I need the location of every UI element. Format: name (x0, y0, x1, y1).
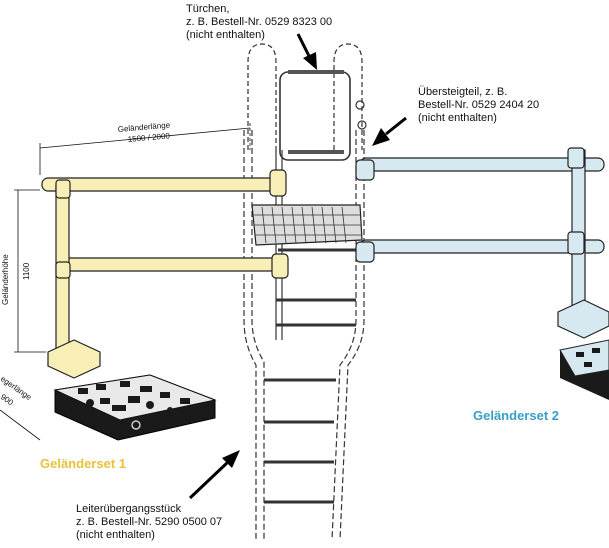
crossover-callout-line2: Bestell-Nr. 0529 2404 20 (418, 99, 540, 111)
ladder-transition-callout-line2: z. B. Bestell-Nr. 5290 0500 07 (76, 516, 223, 528)
rail-length-value: 1500 / 2000 (127, 131, 170, 144)
door-callout: Türchen, z. B. Bestell-Nr. 0529 8323 00 … (186, 3, 332, 42)
crossover-callout: Übersteigteil, z. B. Bestell-Nr. 0529 24… (418, 86, 539, 125)
set-2-label: Geländerset 2 (473, 408, 559, 423)
door-callout-line2: z. B. Bestell-Nr. 0529 8323 00 (186, 16, 333, 28)
rail-height-label: Geländerhöhe (1, 254, 10, 305)
base-block-1 (53, 374, 217, 441)
railing-set-1 (41, 169, 289, 379)
door-callout-line1: Türchen, (186, 3, 230, 15)
base-block-2 (559, 339, 609, 400)
base-length-value: 900 (0, 392, 15, 407)
ladder-transition-callout-line1: Leiterübergangsstück (76, 503, 182, 515)
railing-set-2 (355, 147, 609, 339)
ladder (243, 43, 367, 541)
rail-height-value: 1100 (22, 262, 31, 280)
set-1-label: Geländerset 1 (40, 456, 126, 471)
ladder-transition-callout-line3: (nicht enthalten) (76, 529, 155, 541)
callout-arrows (188, 33, 407, 500)
platform-grating (251, 204, 363, 246)
dimension-lines (0, 123, 251, 441)
crossover-callout-line3: (nicht enthalten) (418, 112, 497, 124)
door-callout-line3: (nicht enthalten) (186, 29, 265, 41)
crossover-callout-line1: Übersteigteil, z. B. (418, 86, 508, 98)
ladder-transition-callout: Leiterübergangsstück z. B. Bestell-Nr. 5… (76, 503, 222, 542)
